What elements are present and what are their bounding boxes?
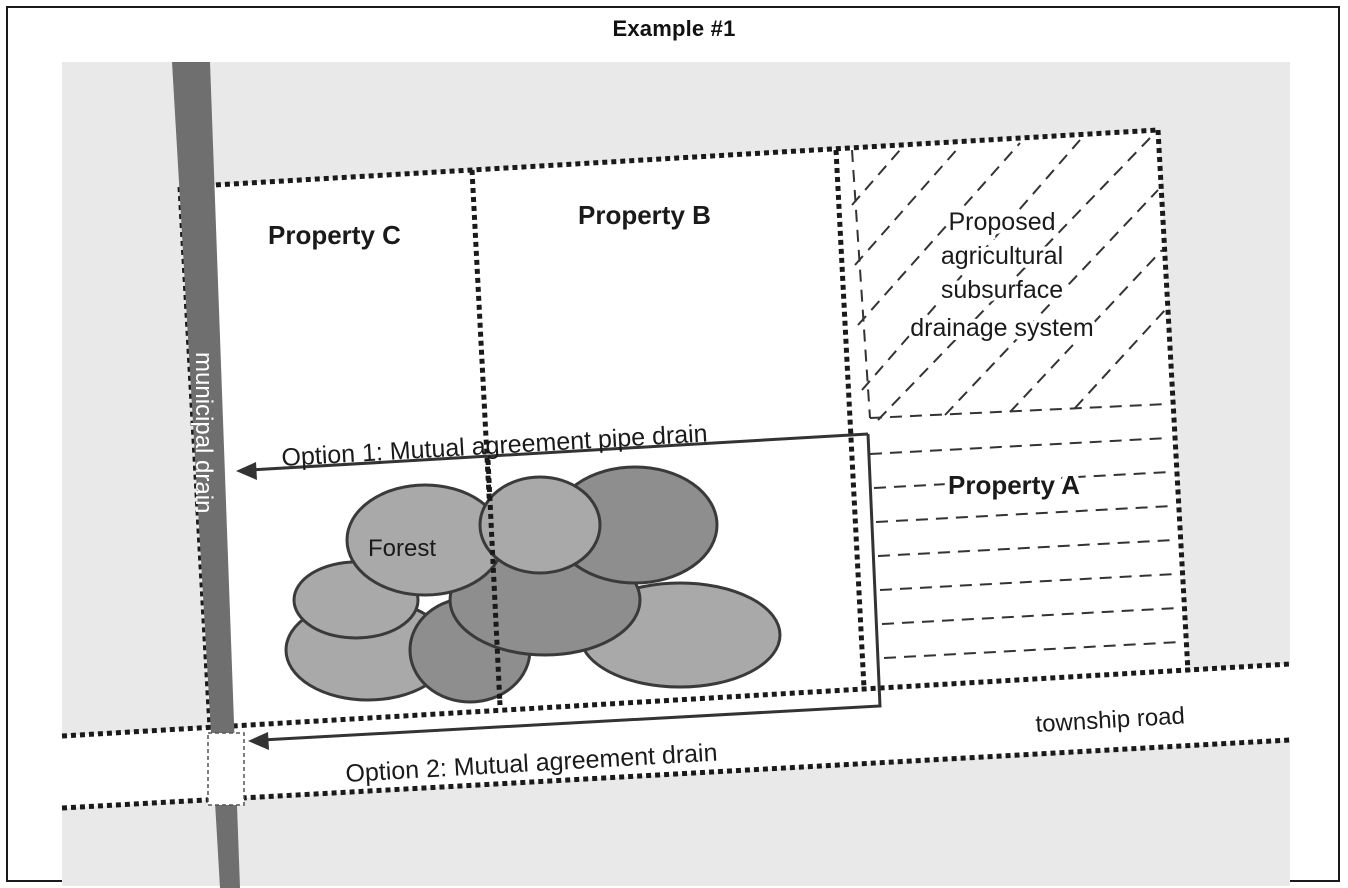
municipal-drain-label: municipal drain — [190, 352, 217, 513]
option2-arrowhead — [248, 732, 269, 750]
figure-title: Example #1 — [612, 16, 736, 41]
proposed-system-label: Proposed agricultural subsurface drainag… — [906, 204, 1097, 346]
township-road-band — [62, 664, 1290, 808]
property-a-drain-lines — [869, 437, 1181, 659]
proposed-line-2: agricultural — [941, 242, 1063, 270]
property-a-label: Property A — [948, 470, 1080, 500]
property-boundary-right — [1155, 129, 1191, 673]
option1-pipe-drain-line — [249, 432, 869, 472]
forest-cluster — [284, 465, 782, 704]
municipal-drain — [172, 62, 240, 888]
boundary-c-b-over-forest — [485, 459, 503, 706]
road-edge-north — [61, 661, 1291, 739]
road-culvert — [207, 732, 245, 806]
proposed-line-3: subsurface — [941, 276, 1063, 304]
proposed-line-4: drainage system — [910, 314, 1093, 342]
proposed-line-1: Proposed — [948, 208, 1055, 236]
forest-label: Forest — [368, 535, 436, 562]
option2-drain-line — [261, 433, 882, 742]
option1-arrowhead — [236, 462, 257, 480]
road-edge-south — [61, 737, 1291, 811]
proposed-drainage-hatching — [851, 137, 1166, 421]
proposed-area-boundary-left — [851, 149, 871, 419]
property-boundary-top — [179, 127, 1159, 190]
property-b-label: Property B — [578, 200, 711, 230]
property-c-label: Property C — [268, 220, 401, 250]
proposed-area-boundary-bottom — [869, 403, 1169, 419]
